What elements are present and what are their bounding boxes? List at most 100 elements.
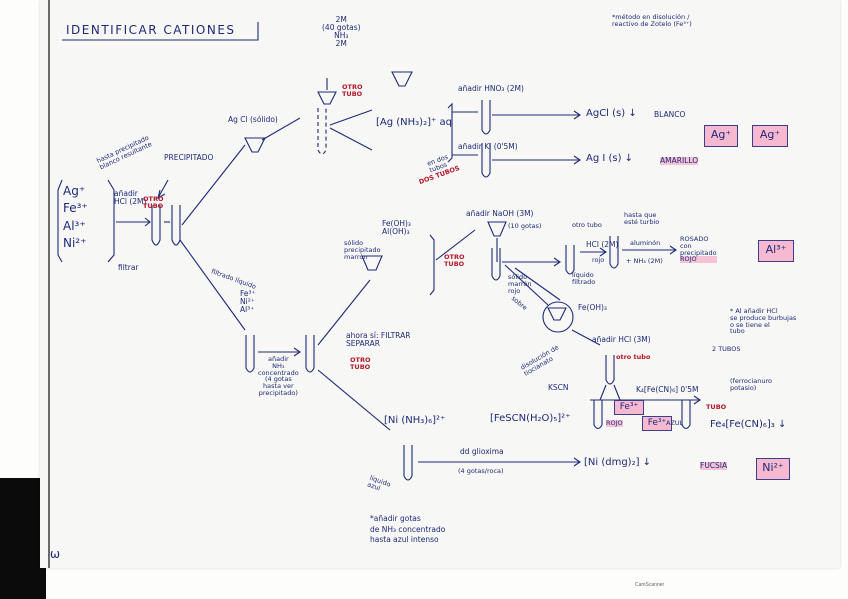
fe-oh3-label: Fe(OH)₃ bbox=[578, 303, 607, 312]
page-number: ω bbox=[50, 547, 61, 561]
rojo-label-2: ROJO bbox=[606, 419, 623, 427]
page-title: IDENTIFICAR CATIONES bbox=[66, 23, 236, 37]
ni-note: *añadir gotas de NH₃ concentrado hasta a… bbox=[370, 514, 445, 546]
rosado-line: precipitado bbox=[680, 248, 717, 257]
k4-note-line: potasio) bbox=[730, 383, 757, 392]
nh3-conc-line: (4 gotas bbox=[264, 375, 292, 384]
cation-al: Al³⁺ bbox=[63, 218, 86, 233]
filtrar-separar: ahora sí: FILTRAR SEPARAR bbox=[346, 332, 410, 348]
hcl-reagent: añadir HCl (2M) bbox=[114, 190, 146, 206]
nh3-line: NH₃ bbox=[334, 30, 349, 40]
otro-tubo-note: otro tubo bbox=[572, 221, 602, 229]
otro-tubo-line: TUBO bbox=[143, 201, 164, 210]
nh3-line: (40 gotas) bbox=[322, 22, 361, 32]
liquido-line: líquido bbox=[572, 271, 594, 279]
precip-note: sólido precipitado marrón bbox=[344, 240, 381, 260]
hcl3m-reagent: añadir HCl (3M) bbox=[592, 335, 651, 344]
otro-tubo-3: OTRO TUBO bbox=[350, 357, 371, 371]
naoh-gotas: (10 gotas) bbox=[508, 222, 542, 230]
hasta-turbio: hasta que esté turbio bbox=[624, 212, 659, 226]
nh3-reagent: 2M (40 gotas) NH₃ 2M bbox=[322, 16, 361, 48]
tubo-label: TUBO bbox=[706, 403, 727, 411]
otro-tubo-5: otro tubo bbox=[616, 353, 651, 361]
precipitado-label: PRECIPITADO bbox=[164, 153, 214, 162]
cation-ni: Ni²⁺ bbox=[63, 236, 87, 251]
note-top-line: reactivo de Zotelo (Fe³⁺) bbox=[612, 19, 692, 28]
ag-complex: [Ag (NH₃)₂]⁺ aq bbox=[376, 117, 452, 128]
note-top: *método en disolución / reactivo de Zote… bbox=[612, 14, 692, 28]
dmg-reagent: dd glioxima bbox=[460, 447, 504, 456]
cation-list: Ag⁺ Fe³⁺ Al³⁺ Ni²⁺ bbox=[63, 183, 88, 253]
solido-line: marrón bbox=[508, 279, 532, 288]
agcl-solid-label: Ag Cl (sólido) bbox=[228, 115, 278, 124]
filtrar-separar-line: SEPARAR bbox=[346, 338, 380, 348]
dark-corner bbox=[0, 478, 46, 599]
otro-tubo-line: TUBO bbox=[444, 259, 465, 268]
otro-tubo-line: OTRO bbox=[342, 83, 363, 91]
fe-box: Fe³⁺ bbox=[642, 416, 672, 431]
ni-note-line: hasta azul intenso bbox=[370, 535, 439, 544]
amarillo-label: AMARILLO bbox=[660, 156, 699, 165]
otro-tubo-line: TUBO bbox=[342, 89, 363, 98]
nh3-conc-line: añadir bbox=[267, 355, 289, 363]
hydroxide: Fe(OH)₃ bbox=[382, 219, 411, 228]
blanco-label: BLANCO bbox=[654, 110, 686, 119]
aluminon: aluminón bbox=[630, 239, 661, 247]
rosado-note: ROSADO con precipitado ROJO bbox=[680, 235, 717, 264]
note-aside-line: se produce burbujas bbox=[730, 313, 797, 322]
filtrar-label: filtrar bbox=[118, 263, 139, 272]
hcl-line: HCl (2M) bbox=[114, 196, 147, 206]
prussian-blue: Fe₄[Fe(CN)₆]₃ ↓ bbox=[710, 419, 787, 430]
rosado-line: con bbox=[680, 241, 692, 250]
nh3-conc-line: concentrado bbox=[258, 368, 299, 377]
note-aside-line: o se tiene el bbox=[730, 320, 770, 329]
hasta-line: hasta que bbox=[624, 211, 657, 219]
kscn-reagent: KSCN bbox=[548, 383, 569, 392]
otro-tubo-4: OTRO TUBO bbox=[444, 254, 465, 268]
rojo-label: rojo bbox=[592, 256, 605, 264]
solido-marron: sólido marrón rojo bbox=[508, 274, 532, 294]
note-aside: * Al añadir HCl se produce burbujas o se… bbox=[730, 308, 796, 335]
hcl2-reagent: HCl (2M) bbox=[586, 240, 619, 249]
otro-tubo-line: OTRO bbox=[143, 195, 164, 203]
dos-tubos-2: 2 TUBOS bbox=[712, 345, 741, 353]
hcl-line: añadir bbox=[114, 189, 138, 198]
rosado-line: ROSADO bbox=[680, 235, 709, 243]
otro-tubo-line: OTRO bbox=[444, 253, 465, 261]
dmg-note: (4 gotas/roca) bbox=[458, 467, 504, 475]
k4-note-line: (ferrocianuro bbox=[730, 377, 772, 385]
fe-box: Fe³⁺ bbox=[614, 400, 644, 415]
otro-tubo-line: TUBO bbox=[350, 362, 371, 371]
hydroxide: Al(OH)₃ bbox=[382, 226, 410, 236]
nh3-line: 2M bbox=[335, 38, 347, 48]
otro-tubo-2: OTRO TUBO bbox=[342, 84, 363, 98]
cation-fe: Fe³⁺ bbox=[63, 201, 88, 216]
fucsia-label: FUCSIA bbox=[700, 461, 728, 470]
ions-remaining: Fe³⁺ Ni²⁺ Al³⁺ bbox=[240, 290, 255, 314]
ion: Ni²⁺ bbox=[240, 296, 255, 306]
ag-result-box: Ag⁺ bbox=[752, 125, 788, 147]
agi-result: Ag I (s) ↓ bbox=[586, 153, 634, 164]
ki-reagent: añadir KI (0'5M) bbox=[458, 142, 518, 151]
nh3-conc-note: añadir NH₃ concentrado (4 gotas hasta ve… bbox=[258, 356, 299, 397]
nh3-conc-line: precipitado) bbox=[258, 389, 298, 398]
ni-note-line: de NH₃ concentrado bbox=[370, 524, 446, 534]
ni-dmg-result: [Ni (dmg)₂] ↓ bbox=[584, 457, 652, 468]
note-aside-line: tubo bbox=[730, 327, 745, 336]
note-top-line: *método en disolución / bbox=[612, 13, 690, 21]
hasta-line: esté turbio bbox=[624, 217, 660, 226]
ni-result-box: Ni²⁺ bbox=[756, 458, 790, 480]
solido-line: sólido bbox=[508, 273, 528, 281]
note-aside-line: * Al añadir HCl bbox=[730, 307, 778, 315]
otro-tubo-line: OTRO bbox=[350, 356, 371, 364]
ion: Al³⁺ bbox=[240, 304, 255, 314]
k4-note: (ferrocianuro potasio) bbox=[730, 378, 772, 392]
naoh-reagent: añadir NaOH (3M) bbox=[466, 209, 534, 218]
hno3-reagent: añadir HNO₃ (2M) bbox=[458, 84, 524, 93]
precip-note-line: precipitado bbox=[344, 245, 381, 254]
scanner-footer: CamScanner bbox=[635, 582, 665, 588]
filtrar-separar-line: ahora sí: FILTRAR bbox=[346, 331, 411, 340]
ion: Fe³⁺ bbox=[240, 289, 256, 298]
ni-note-line: *añadir gotas bbox=[370, 514, 421, 523]
